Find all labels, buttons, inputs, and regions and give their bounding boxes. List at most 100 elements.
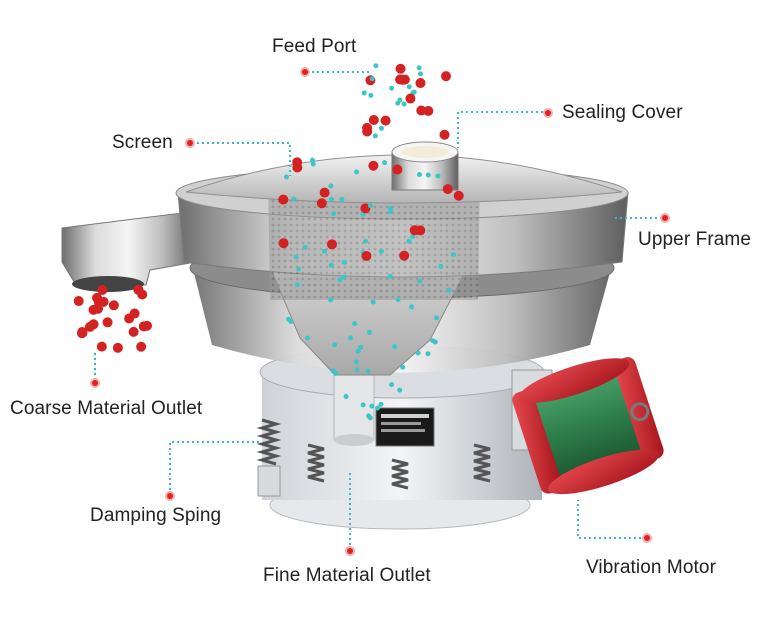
coarse-particle [136,341,147,352]
coarse-particle [112,342,123,353]
marker-sealing-cover [543,108,553,118]
fine-particle [417,71,423,77]
fine-particle [333,371,339,377]
label-fine-outlet: Fine Material Outlet [263,565,431,586]
coarse-particle [392,164,403,175]
fine-particle [395,100,401,106]
fine-particle [352,321,358,327]
fine-particle [387,273,393,279]
fine-particle [378,401,384,407]
coarse-particle [77,326,88,337]
coarse-particle [102,317,113,328]
coarse-particle [415,78,426,89]
fine-particle [348,335,354,341]
fine-particle [400,364,406,370]
fine-particle [360,402,366,408]
fine-particle [366,329,372,335]
marker-fine-outlet [345,546,355,556]
fine-particle [401,101,407,107]
coarse-particle [97,284,108,295]
coarse-particle [88,319,99,330]
fine-particle [425,351,431,357]
fine-particle [288,319,294,325]
fine-particle [370,299,376,305]
coarse-particle [292,162,303,173]
coarse-particle [362,126,373,137]
coarse-particle [399,250,410,261]
leader-screen [192,142,291,176]
fine-particle [373,63,379,69]
leader-vibration-motor [577,500,646,539]
coarse-particle [278,194,289,205]
fine-particle [353,359,359,365]
fine-particle [392,344,398,350]
fine-particle [395,297,401,303]
coarse-particle [442,184,453,195]
coarse-particle [361,250,372,261]
fine-particle [425,172,431,178]
label-sealing-cover: Sealing Cover [562,102,683,123]
sealing-cover [185,141,623,204]
coarse-particle [73,296,84,307]
spring-3 [391,458,409,490]
fine-particle [366,413,372,419]
fine-particle [406,238,412,244]
coarse-particle [327,239,338,250]
fine-particle [416,172,422,178]
coarse-particle [409,225,420,236]
label-markers [90,67,670,556]
coarse-particle [416,105,427,116]
fine-particle [296,266,302,272]
fine-particle [417,278,423,284]
fine-particle [322,248,328,254]
spring-2 [307,443,325,483]
fine-particle [389,382,395,388]
fine-particle [337,277,343,283]
marker-upper-frame [660,213,670,223]
fine-particle [435,173,441,179]
coarse-particle [380,115,391,126]
fine-particle [389,85,395,91]
coarse-particle [92,292,103,303]
fine-particle [375,405,381,411]
fine-particle [365,368,371,374]
leader-lines [94,71,662,550]
fine-particle [363,238,369,244]
fine-particle [328,183,334,189]
spring-1 [256,418,282,497]
fine-particle [360,212,366,218]
fine-particle [341,259,347,265]
fine-particle [328,262,334,268]
damping-springs [256,418,491,497]
fine-particle [416,65,422,71]
fine-particle [355,348,361,354]
fine-particle [369,76,375,82]
fine-particle [397,387,403,393]
fine-particle [433,315,439,321]
fine-particle [432,339,438,345]
coarse-particle [96,341,107,352]
coarse-particle [278,238,289,249]
fine-particle [372,133,378,139]
marker-screen [185,138,195,148]
coarse-particle [93,303,104,314]
fine-particle [331,211,337,217]
fine-particle [409,304,415,310]
leader-damping-spring [169,441,260,495]
name-plate [375,407,435,447]
leader-sealing-cover [457,111,548,148]
coarse-particle [133,284,144,295]
marker-feed-port [300,67,310,77]
material-particles [73,63,464,421]
marker-vibration-motor [642,533,652,543]
coarse-outlet-spout [61,211,218,292]
label-upper-frame: Upper Frame [638,229,752,250]
coarse-particle [441,71,452,82]
fine-particle [406,84,412,90]
coarse-particle [439,129,450,140]
fine-particle [310,161,316,167]
coarse-particle [397,74,408,85]
coarse-particle [129,308,140,319]
coarse-particle [405,93,416,104]
